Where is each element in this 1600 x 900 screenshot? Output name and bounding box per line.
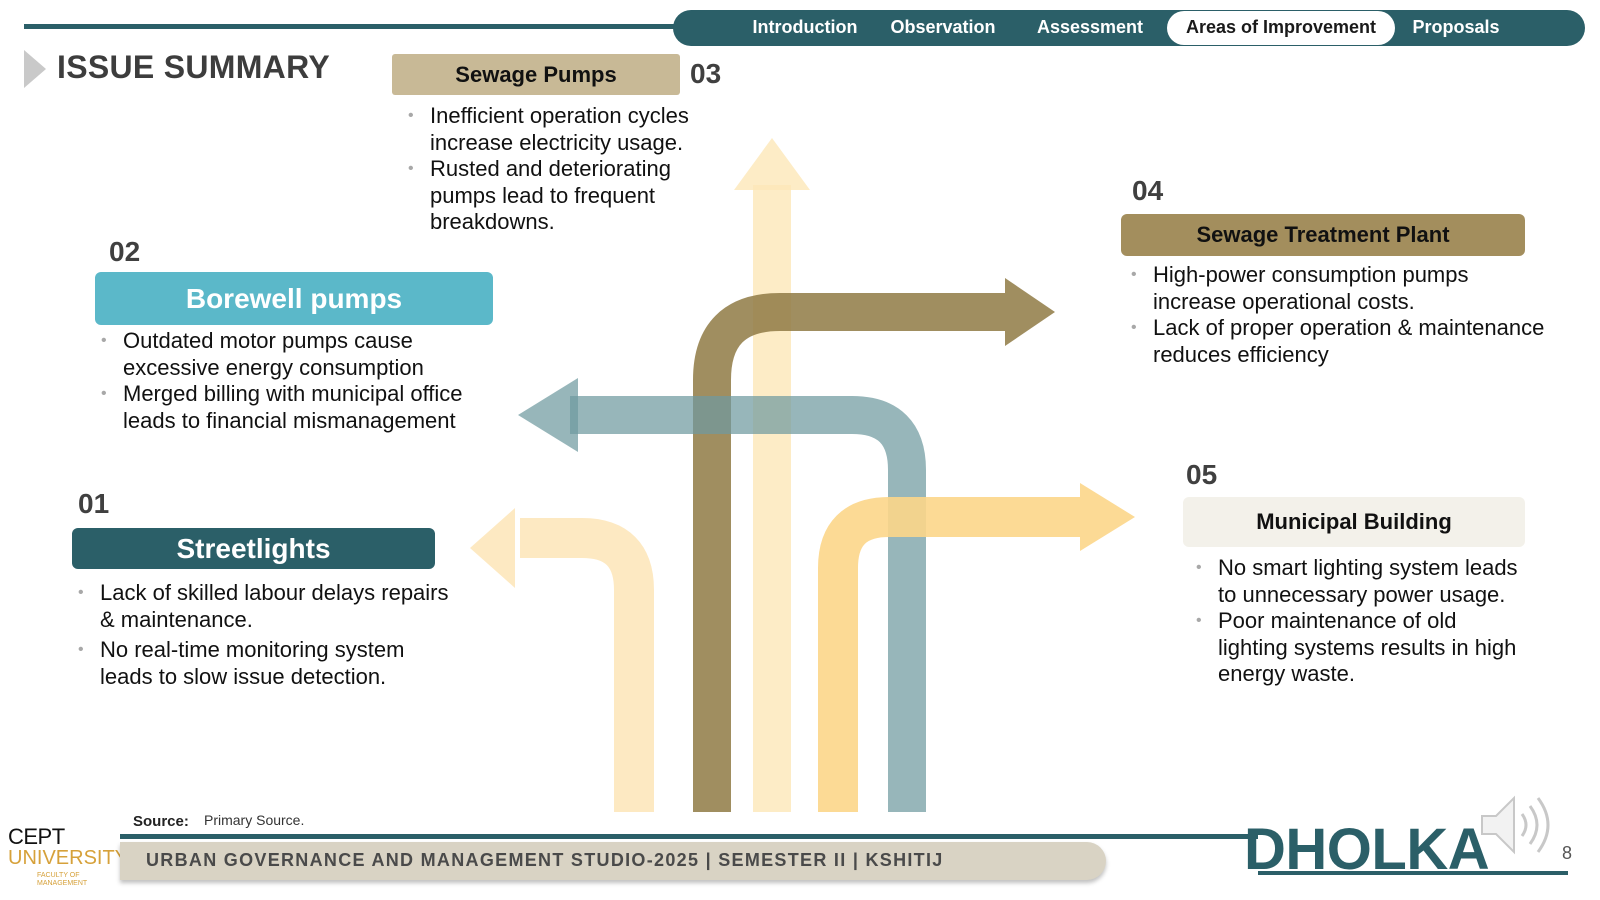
top-divider-line <box>24 24 684 29</box>
arrow-municipal <box>818 497 1080 812</box>
list-item: High-power consumption pumps increase op… <box>1129 262 1549 315</box>
list-item: Merged billing with municipal office lea… <box>99 381 479 434</box>
issue-heading-municipal: Municipal Building <box>1183 497 1525 547</box>
city-name: DHOLKA <box>1244 817 1490 882</box>
arrow-streetlights <box>520 518 654 812</box>
issue-heading-streetlights: Streetlights <box>72 528 435 569</box>
page-number: 8 <box>1562 843 1573 863</box>
page-title: ISSUE SUMMARY <box>57 49 330 85</box>
footer-divider-line <box>120 834 1258 839</box>
title-marker-icon <box>24 50 46 88</box>
tab-proposals[interactable]: Proposals <box>1412 17 1500 37</box>
list-item: Lack of proper operation & maintenance r… <box>1129 315 1549 368</box>
footer-bar <box>120 842 1106 880</box>
issue-heading-stp: Sewage Treatment Plant <box>1121 214 1525 256</box>
issue-number: 04 <box>1132 175 1164 206</box>
arrow-sewage-pumps-head <box>734 138 810 190</box>
footer-studio-text: URBAN GOVERNANCE AND MANAGEMENT STUDIO-2… <box>146 850 944 870</box>
issue-number: 02 <box>109 236 141 267</box>
tab-assessment[interactable]: Assessment <box>1036 17 1144 37</box>
issue-number: 03 <box>690 58 722 89</box>
tab-introduction[interactable]: Introduction <box>752 17 858 37</box>
footer-divider-line-right <box>1258 871 1568 875</box>
issue-heading-borewell: Borewell pumps <box>95 272 493 325</box>
logo-university: UNIVERSITY <box>8 847 129 869</box>
arrow-borewell-head <box>518 378 578 452</box>
list-item: Poor maintenance of old lighting systems… <box>1194 608 1524 688</box>
bullet-list-streetlights: Lack of skilled labour delays repairs & … <box>76 580 456 690</box>
tab-observation[interactable]: Observation <box>890 17 996 37</box>
list-item: Inefficient operation cycles increase el… <box>406 103 706 156</box>
arrow-stp-head <box>1005 278 1055 346</box>
bullet-list-stp: High-power consumption pumps increase op… <box>1129 262 1549 368</box>
list-item: Outdated motor pumps cause excessive ene… <box>99 328 479 381</box>
issue-heading-sewage-pumps: Sewage Pumps <box>392 54 680 95</box>
bullet-list-municipal: No smart lighting system leads to unnece… <box>1194 555 1524 688</box>
arrow-stp <box>693 293 1005 812</box>
issue-number: 01 <box>78 488 110 519</box>
source-value: Primary Source. <box>204 812 305 828</box>
arrow-municipal-head <box>1080 483 1135 551</box>
list-item: No real-time monitoring system leads to … <box>76 637 456 690</box>
arrow-streetlights-head <box>470 508 515 588</box>
list-item: No smart lighting system leads to unnece… <box>1194 555 1524 608</box>
nav-bar <box>673 10 1585 46</box>
logo-faculty: FACULTY OF MANAGEMENT <box>37 872 88 887</box>
tab-areas-of-improvement[interactable]: Areas of Improvement <box>1167 11 1395 45</box>
bullet-list-sewage-pumps: Inefficient operation cycles increase el… <box>406 103 706 236</box>
list-item: Rusted and deteriorating pumps lead to f… <box>406 156 706 236</box>
speaker-icon[interactable] <box>1478 790 1568 860</box>
arrow-borewell <box>570 396 926 812</box>
list-item: Lack of skilled labour delays repairs & … <box>76 580 456 633</box>
logo-cept: CEPT <box>8 824 65 849</box>
bullet-list-borewell: Outdated motor pumps cause excessive ene… <box>99 328 479 434</box>
issue-number: 05 <box>1186 459 1218 490</box>
source-label: Source: <box>133 813 189 830</box>
